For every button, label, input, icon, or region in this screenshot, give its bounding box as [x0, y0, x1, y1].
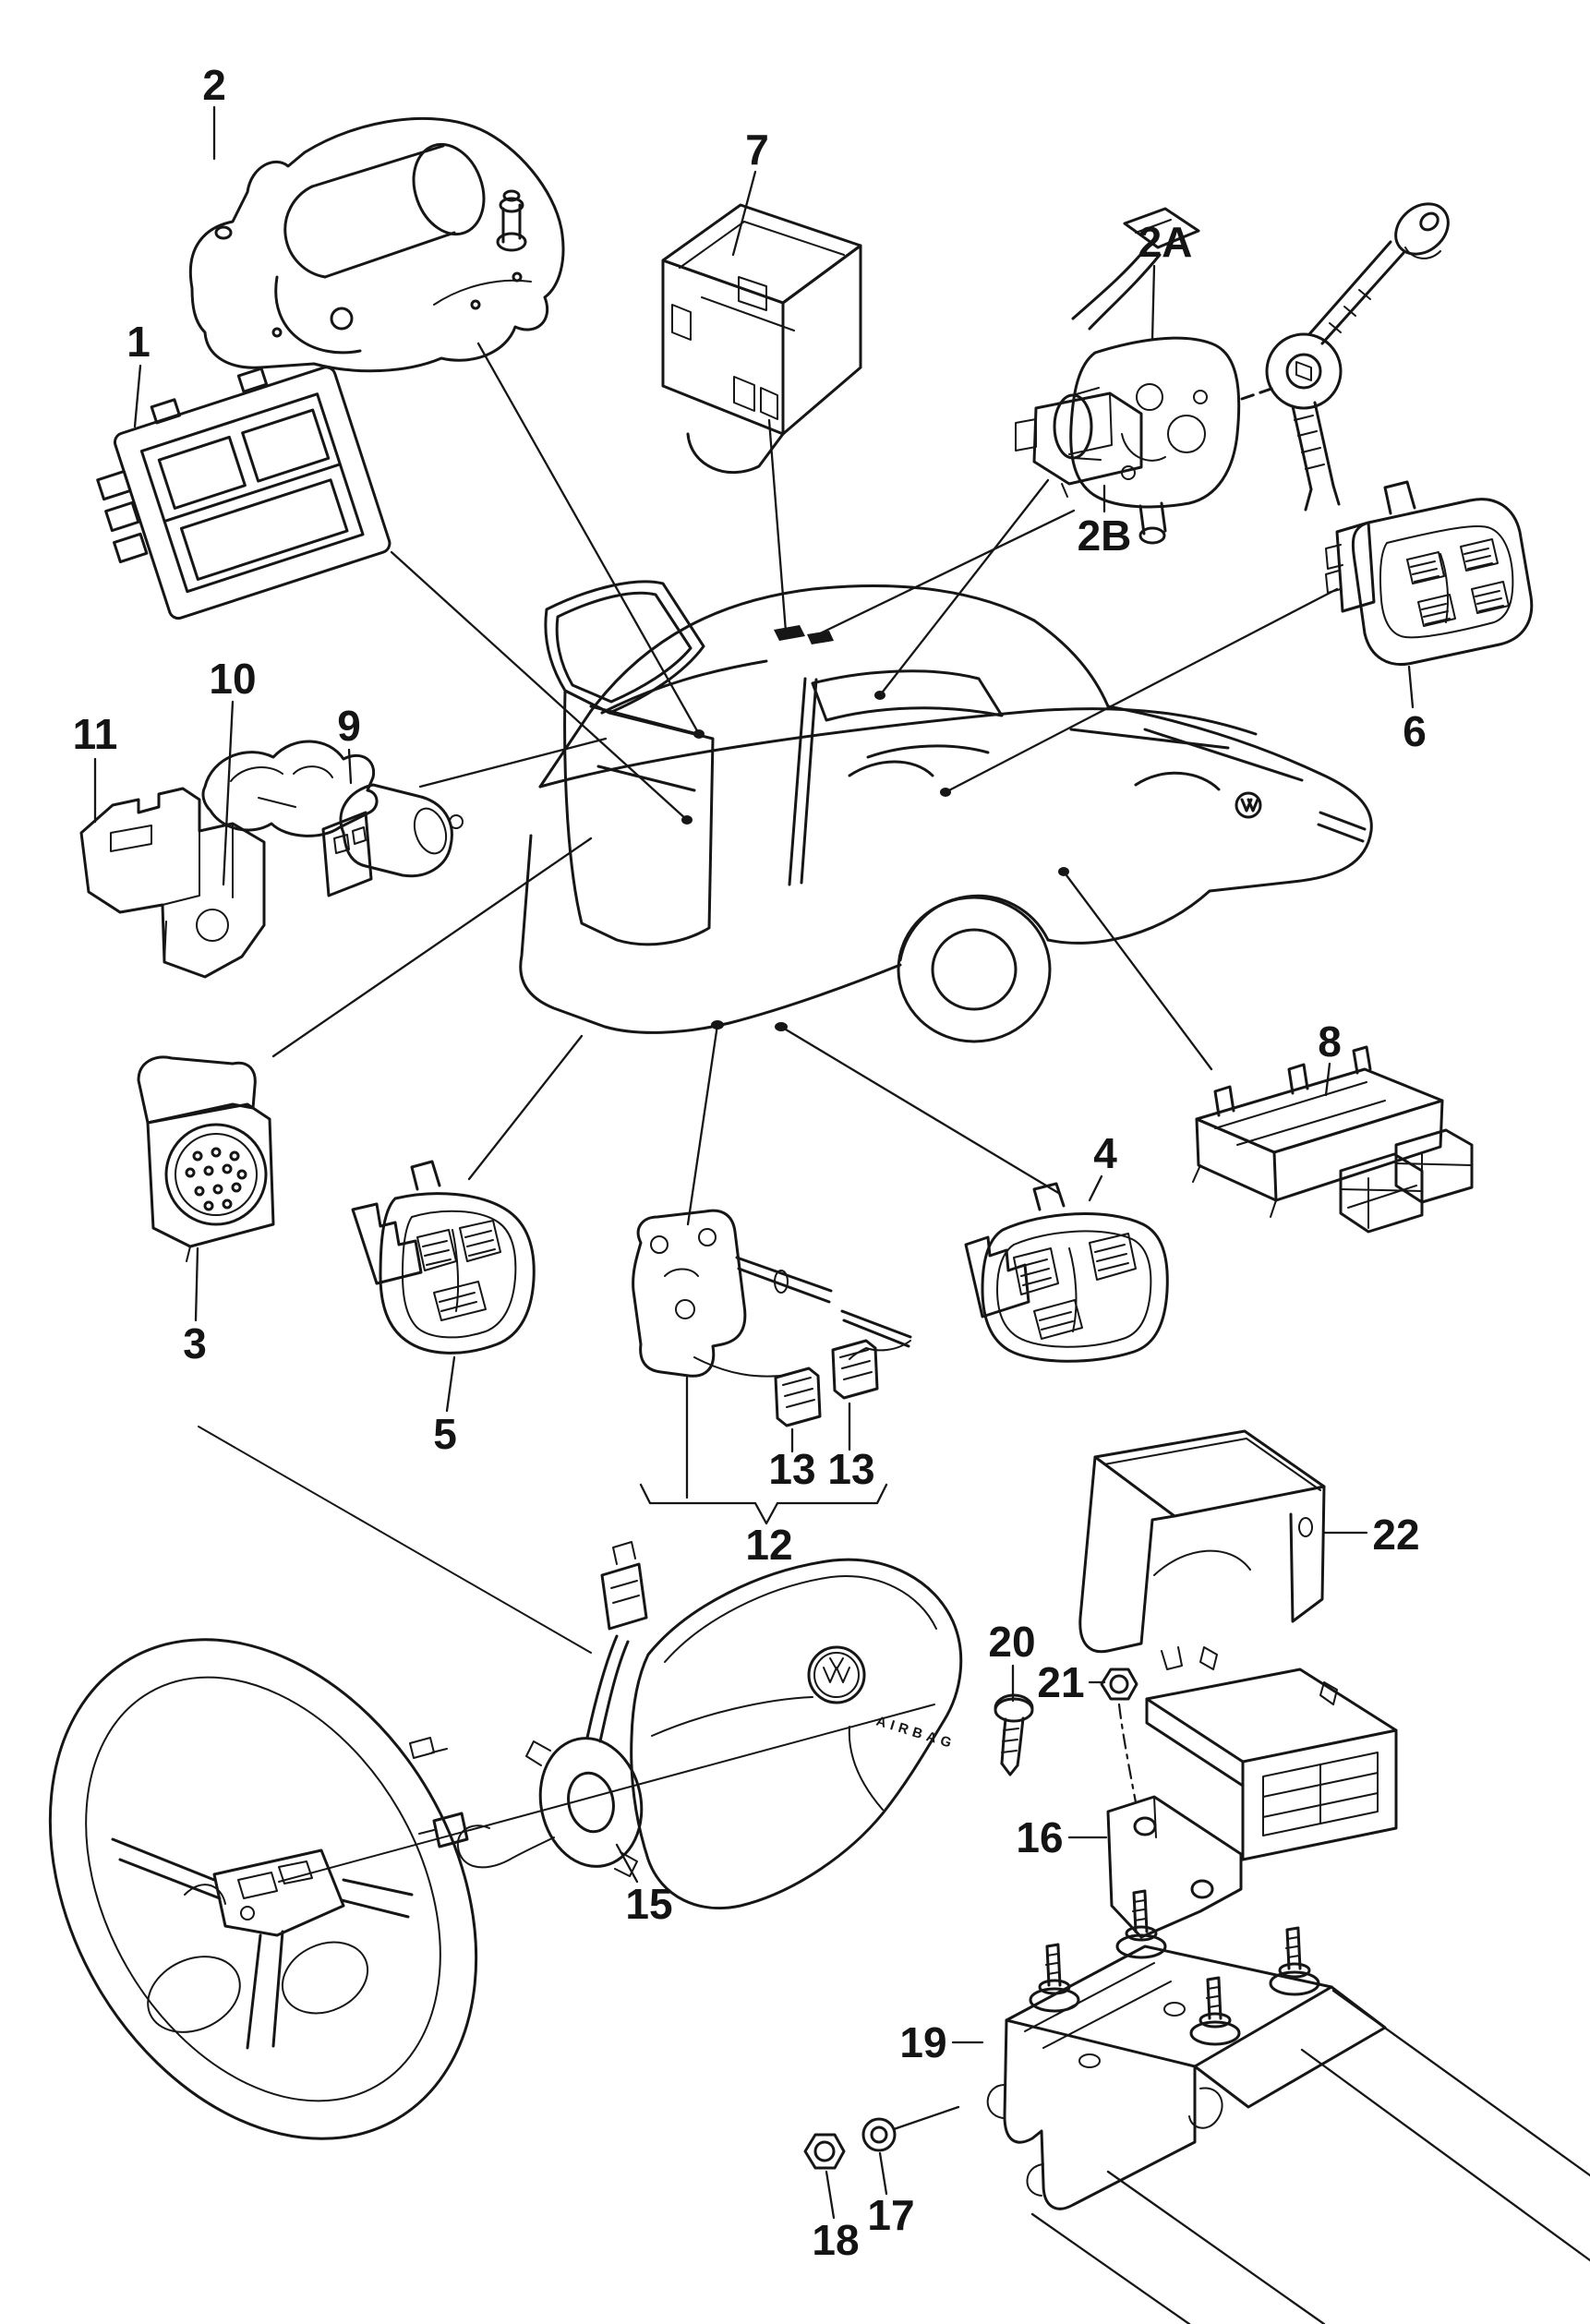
part-4-drawing — [964, 1182, 1169, 1363]
part-7-drawing — [661, 203, 862, 475]
part-label-6: 6 — [1403, 707, 1427, 755]
part-9-drawing — [321, 783, 464, 897]
part-label-2B: 2B — [1077, 512, 1132, 560]
part-label-19: 19 — [899, 2018, 947, 2066]
part-19-drawing — [986, 1889, 1590, 2324]
part-label-2A: 2A — [1138, 218, 1193, 266]
part-5-drawing — [351, 1160, 536, 1355]
part-6-drawing — [1325, 480, 1534, 666]
part-label-21: 21 — [1037, 1658, 1085, 1706]
part-label-3: 3 — [183, 1319, 207, 1367]
part-label-18: 18 — [812, 2216, 860, 2264]
nut-18-drawing — [803, 2133, 846, 2170]
part-1-drawing — [96, 366, 391, 620]
part-label-2: 2 — [202, 61, 226, 109]
part-label-13b: 13 — [827, 1445, 875, 1493]
part-label-11: 11 — [72, 710, 118, 758]
washer-17-drawing — [861, 2117, 897, 2152]
callout-leaders — [93, 105, 1415, 2220]
part-label-1: 1 — [126, 318, 151, 366]
leader-lines — [271, 342, 1339, 1226]
part-label-22: 22 — [1372, 1511, 1420, 1559]
part-10-drawing — [201, 740, 379, 837]
clock-spring-drawing — [418, 1541, 648, 1877]
car-illustration — [519, 580, 1373, 1043]
screw-20-drawing — [994, 1693, 1034, 1776]
axis-line — [198, 1426, 935, 1883]
part-8-drawing — [1192, 1045, 1474, 1234]
part-label-15: 15 — [625, 1880, 673, 1928]
part-label-8: 8 — [1318, 1018, 1342, 1066]
part-2b-drawing — [1015, 391, 1143, 498]
part-label-5: 5 — [433, 1410, 457, 1458]
part-label-13a: 13 — [768, 1445, 816, 1493]
part-label-16: 16 — [1016, 1813, 1064, 1861]
part-label-10: 10 — [209, 655, 257, 703]
steering-wheel-drawing — [48, 1638, 478, 2140]
part-3-drawing — [137, 1055, 275, 1262]
part-label-9: 9 — [337, 702, 361, 750]
nut-21-drawing — [1100, 1668, 1138, 1804]
part-12-drawing — [632, 1209, 912, 1427]
part-22-drawing — [1078, 1429, 1326, 1670]
part-label-12: 12 — [745, 1521, 793, 1569]
part-label-4: 4 — [1093, 1129, 1117, 1177]
part-2-drawing — [188, 116, 565, 373]
part-16-drawing — [1106, 1646, 1398, 1939]
part-11-drawing — [79, 787, 266, 979]
part-label-17: 17 — [867, 2191, 915, 2239]
part-label-7: 7 — [745, 126, 769, 174]
part-label-20: 20 — [988, 1618, 1036, 1666]
